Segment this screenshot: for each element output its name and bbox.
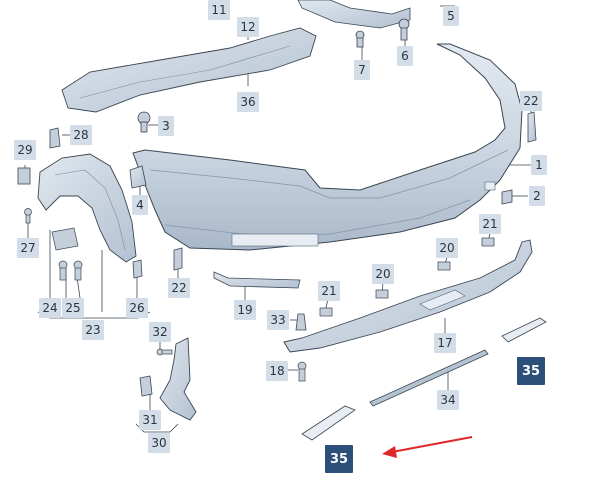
part-label-4[interactable]: 4	[132, 195, 148, 215]
part-label-33[interactable]: 33	[267, 310, 289, 330]
part-label-28[interactable]: 28	[70, 125, 92, 145]
energy-absorber	[61, 27, 317, 113]
bumper-cover	[132, 43, 523, 251]
part-label-31[interactable]: 31	[139, 410, 161, 430]
part-label-22-right[interactable]: 22	[520, 91, 542, 111]
rear-diffuser	[283, 239, 533, 353]
part-label-11[interactable]: 11	[208, 0, 230, 20]
part-label-1[interactable]: 1	[531, 155, 547, 175]
part-label-20-left[interactable]: 20	[372, 264, 394, 284]
part-label-32[interactable]: 32	[149, 322, 171, 342]
part-label-27[interactable]: 27	[17, 238, 39, 258]
mud-flap	[159, 337, 197, 421]
part-label-23[interactable]: 23	[82, 320, 104, 340]
part-label-6[interactable]: 6	[397, 46, 413, 66]
part-label-19[interactable]: 19	[234, 300, 256, 320]
part-label-35-right[interactable]: 35	[517, 357, 545, 385]
part-label-29[interactable]: 29	[14, 140, 36, 160]
part-label-21-left[interactable]: 21	[318, 281, 340, 301]
part-label-26[interactable]: 26	[126, 298, 148, 318]
part-label-24[interactable]: 24	[39, 298, 61, 318]
part-label-5[interactable]: 5	[443, 6, 459, 26]
part-label-7[interactable]: 7	[354, 60, 370, 80]
part-label-30[interactable]: 30	[148, 433, 170, 453]
part-label-17[interactable]: 17	[434, 333, 456, 353]
part-label-3[interactable]: 3	[158, 116, 174, 136]
wheel-liner	[37, 153, 137, 263]
part-label-34[interactable]: 34	[437, 390, 459, 410]
part-label-2[interactable]: 2	[529, 186, 545, 206]
part-label-36[interactable]: 36	[237, 92, 259, 112]
part-label-18[interactable]: 18	[266, 361, 288, 381]
part-label-21-right[interactable]: 21	[479, 214, 501, 234]
top-bracket	[297, 0, 411, 48]
part-label-20-right[interactable]: 20	[436, 238, 458, 258]
highlight-arrow	[382, 436, 473, 458]
part-label-22-left[interactable]: 22	[168, 278, 190, 298]
part-label-25[interactable]: 25	[62, 298, 84, 318]
part-label-12[interactable]: 12	[237, 17, 259, 37]
part-label-35-highlighted[interactable]: 35	[325, 445, 353, 473]
